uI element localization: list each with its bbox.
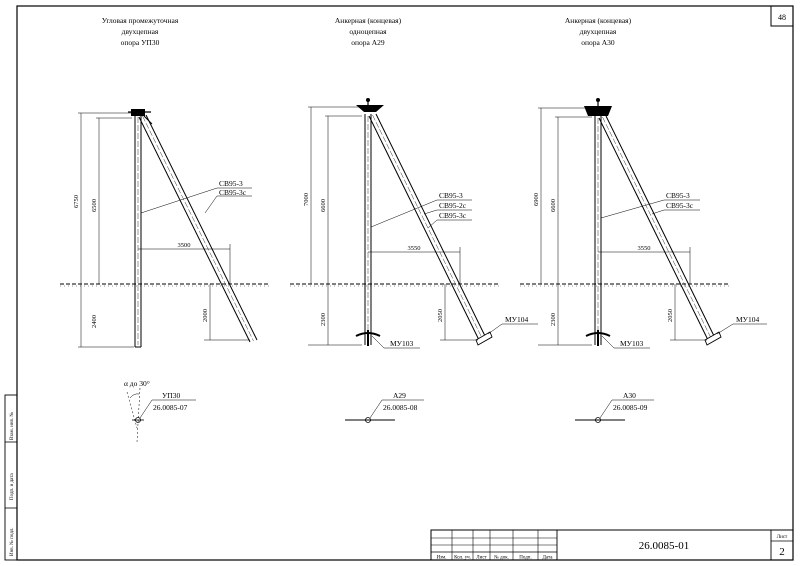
dim-below: 2300 <box>320 313 327 326</box>
tb-col-list: Лист <box>476 556 487 561</box>
dim-total: 7000 <box>303 193 310 206</box>
anchor-left-label: МУ103 <box>390 339 413 348</box>
support-3-title-line-1: Анкерная (концевая) <box>565 16 632 25</box>
plan-label: А29 <box>393 391 406 400</box>
dim-base: 3550 <box>408 245 421 252</box>
title-block: Изм. Кол. уч. Лист № док. Подп. Дата 26.… <box>430 529 794 561</box>
callout-1: СВ95-3 <box>666 191 690 200</box>
tb-col-izm: Изм. <box>437 556 447 561</box>
dim-total: 6900 <box>533 193 540 206</box>
dim-base: 3550 <box>638 245 651 252</box>
callout-3: СВ95-3с <box>439 211 467 220</box>
support-2-title-line-3: опора А29 <box>351 38 385 47</box>
tb-col-sign: Подп. <box>519 556 531 561</box>
sheet-frame <box>16 5 794 561</box>
anchor-right-label: МУ104 <box>736 315 759 324</box>
dim-below: 2300 <box>550 313 557 326</box>
sheet-number: 2 <box>779 546 785 558</box>
dim-strut-depth: 2050 <box>437 309 444 322</box>
sheet-label: Лист <box>777 535 788 540</box>
anchor-plate-strut <box>475 331 493 346</box>
anchor-plate-strut <box>704 331 722 346</box>
support-2-title-line-2: одноцепная <box>349 27 387 36</box>
dimensions: 6750 6500 2400 3500 2000 <box>73 112 250 348</box>
plan-view: α до 30° УП30 26.0085-07 <box>124 379 196 443</box>
pole <box>364 114 372 345</box>
stamp-replace-inv: Взам. инв. № <box>9 412 15 440</box>
tb-col-kol: Кол. уч. <box>454 556 471 561</box>
callouts: СВ95-3 СВ95-3с <box>140 179 252 214</box>
support-1-title-line-1: Угловая промежуточная <box>102 16 179 25</box>
support-1-title-line-2: двухцепная <box>122 27 159 36</box>
support-3-title-line-3: опора А30 <box>581 38 615 47</box>
pole-top-fitting <box>584 106 612 116</box>
side-stamp: Взам. инв. № Подп. и дата Инв. № подл. <box>4 394 18 561</box>
dimensions: 7000 6600 2300 3550 2050 <box>303 106 478 346</box>
stamp-sign-date: Подп. и дата <box>10 473 15 500</box>
support-a29: Анкерная (концевая) одноцепная опора А29 <box>290 16 538 423</box>
pole-top-fitting <box>356 105 384 112</box>
tb-col-date: Дата <box>543 556 554 561</box>
strut <box>368 113 487 341</box>
dimensions: 6900 6600 2300 3550 2050 <box>533 107 707 346</box>
plan-label: УП30 <box>162 391 180 400</box>
strut <box>138 114 258 343</box>
tb-col-doc: № док. <box>494 555 509 561</box>
dim-above: 6600 <box>320 199 327 212</box>
dim-strut-depth: 2000 <box>202 309 209 322</box>
strut <box>598 115 716 341</box>
dim-total: 6750 <box>73 195 80 208</box>
angle-label: α до 30° <box>124 379 150 388</box>
callout-2: СВ95-3с <box>219 188 247 197</box>
dim-above: 6500 <box>91 199 98 212</box>
callouts: СВ95-3 СВ95-2с СВ95-3с МУ103 МУ104 <box>370 191 538 349</box>
support-2-title-line-1: Анкерная (концевая) <box>335 16 402 25</box>
support-up30: Угловая промежуточная двухцепная опора У… <box>60 16 270 443</box>
plan-view: А30 26.0085-09 <box>575 391 654 423</box>
dim-above: 6600 <box>550 199 557 212</box>
plan-code: 26.0085-07 <box>153 403 188 412</box>
callout-1: СВ95-3 <box>219 179 243 188</box>
dim-base: 3500 <box>178 242 191 249</box>
anchor-right-label: МУ104 <box>505 315 528 324</box>
plan-label: А30 <box>623 391 636 400</box>
callout-2: СВ95-2с <box>439 201 467 210</box>
support-a30: Анкерная (концевая) двухцепная опора А30 <box>520 16 767 423</box>
callout-1: СВ95-3 <box>439 191 463 200</box>
callout-2: СВ95-3с <box>666 201 694 210</box>
support-1-title-line-3: опора УП30 <box>121 38 160 47</box>
plan-view: А29 26.0085-08 <box>345 391 424 423</box>
pole <box>134 115 142 348</box>
corner-number-box: 48 <box>770 5 794 27</box>
document-code: 26.0085-01 <box>639 540 689 552</box>
callouts: СВ95-3 СВ95-3с МУ103 МУ104 <box>600 191 767 349</box>
anchor-left-label: МУ103 <box>620 339 643 348</box>
plan-code: 26.0085-09 <box>613 403 648 412</box>
support-3-title-line-2: двухцепная <box>580 27 617 36</box>
plan-code: 26.0085-08 <box>383 403 418 412</box>
dim-strut-depth: 2050 <box>667 309 674 322</box>
corner-number: 48 <box>778 13 786 22</box>
stamp-inv-original: Инв. № подл. <box>9 528 15 557</box>
dim-below: 2400 <box>91 315 98 328</box>
pole <box>594 116 602 345</box>
